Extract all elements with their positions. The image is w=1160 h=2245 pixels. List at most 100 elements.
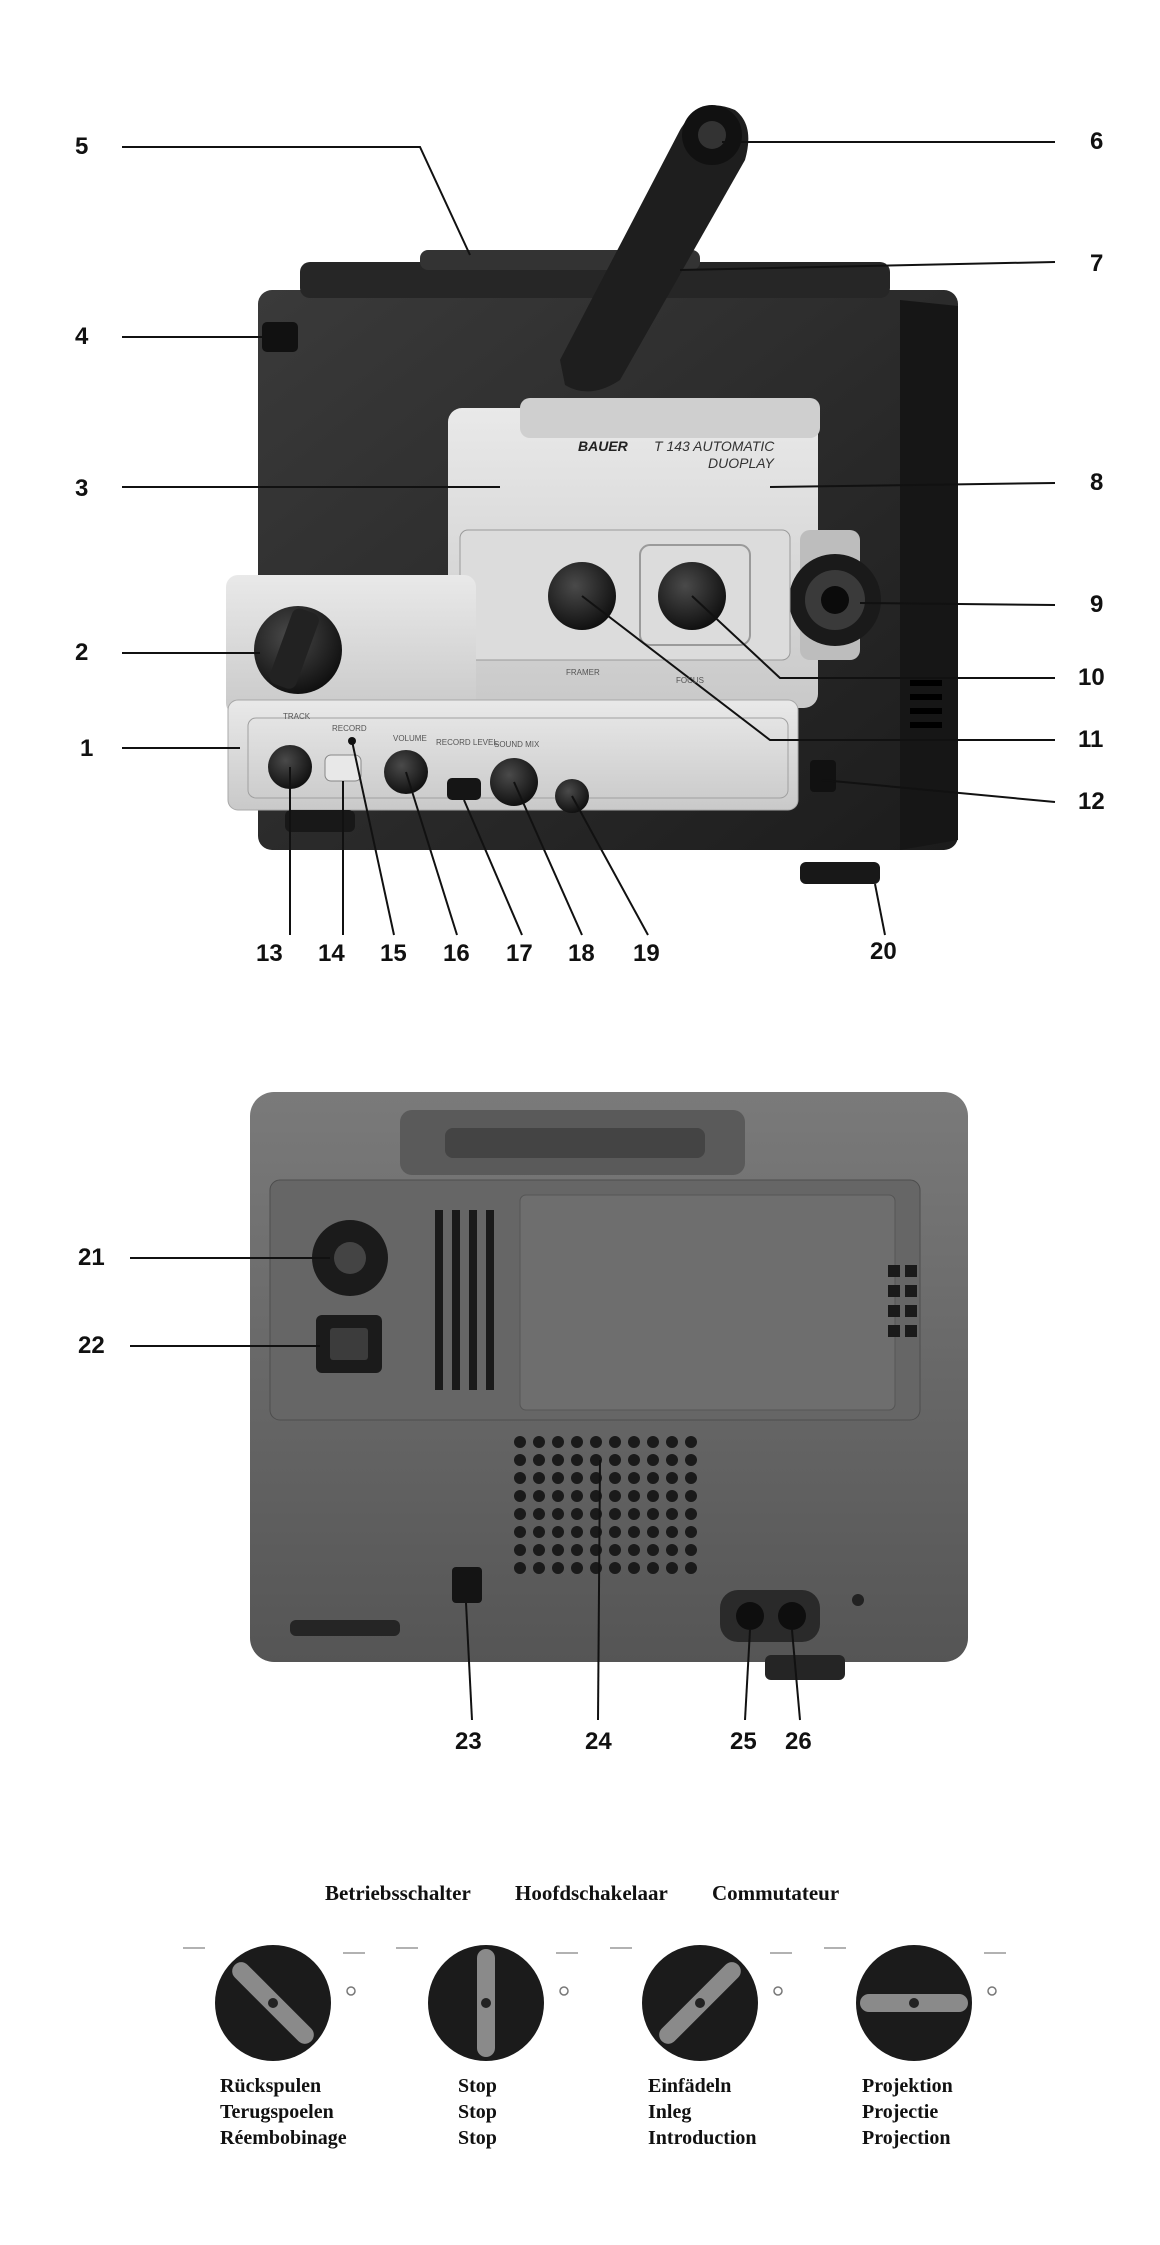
stop-de: Stop: [458, 2075, 497, 2097]
grille-hole: [533, 1436, 545, 1448]
grille-hole: [628, 1544, 640, 1556]
switch-dial: [610, 1945, 792, 2061]
grille-hole: [647, 1490, 659, 1502]
callout-10: 10: [1078, 664, 1105, 691]
dial-indicator-dot: [773, 1986, 783, 1996]
grille-hole: [609, 1490, 621, 1502]
grille-hole: [533, 1508, 545, 1520]
grille-hole: [552, 1562, 564, 1574]
grille-hole: [628, 1436, 640, 1448]
focus-window: [639, 544, 751, 646]
thread-fr: Introduction: [648, 2127, 757, 2149]
rear-cover: [519, 1194, 896, 1411]
callout-24: 24: [585, 1728, 612, 1755]
dial-indicator-dot: [559, 1986, 569, 1996]
track-label: TRACK: [283, 712, 311, 721]
grille-hole: [647, 1526, 659, 1538]
grille-hole: [514, 1454, 526, 1466]
side-vents: [910, 680, 942, 728]
switch-dial: [183, 1945, 365, 2061]
callout-15: 15: [380, 940, 407, 967]
front-case-side: [900, 300, 958, 850]
dial-hub: [481, 1998, 491, 2008]
grille-hole: [647, 1508, 659, 1520]
grille-hole: [666, 1472, 678, 1484]
main-switch-bar: [269, 608, 319, 689]
grille-hole: [685, 1454, 697, 1466]
projection-de: Projektion: [862, 2075, 953, 2097]
dial-indicator-dot: [987, 1986, 997, 1996]
grille-hole: [514, 1544, 526, 1556]
switch-dial: [396, 1945, 578, 2061]
rear-screw: [852, 1594, 864, 1606]
front-foot-left: [285, 810, 355, 832]
model-label-line1: T 143 AUTOMATIC: [654, 438, 775, 454]
grille-hole: [533, 1490, 545, 1502]
grille-hole: [533, 1526, 545, 1538]
rear-switch: [452, 1567, 482, 1603]
callout-17: 17: [506, 940, 533, 967]
callout-20: 20: [870, 938, 897, 965]
grille-hole: [552, 1508, 564, 1520]
callout-6: 6: [1090, 128, 1104, 155]
grille-hole: [647, 1454, 659, 1466]
grille-hole: [609, 1472, 621, 1484]
callout-8: 8: [1090, 469, 1104, 496]
grille-hole: [571, 1436, 583, 1448]
legend-heading-fr: Commutateur: [712, 1881, 840, 1905]
rewind-de: Rückspulen: [220, 2075, 322, 2097]
record-level-label: RECORD LEVEL: [436, 738, 498, 747]
sound-mix-label: SOUND MIX: [494, 740, 540, 749]
model-label-line2: DUOPLAY: [708, 455, 774, 471]
stop-nl: Stop: [458, 2101, 497, 2123]
lamp-housing-top: [520, 398, 820, 438]
legend-heading-nl: Hoofdschakelaar: [515, 1881, 668, 1905]
grille-hole: [514, 1562, 526, 1574]
callout-12: 12: [1078, 788, 1105, 815]
front-foot-right: [800, 862, 880, 884]
control-panel: [227, 699, 799, 811]
grille-hole: [552, 1472, 564, 1484]
rewind-fr: Réembobinage: [220, 2127, 347, 2149]
position-label-projection: Projektion Projectie Projection: [862, 2073, 953, 2151]
rear-vertical-vents: [435, 1210, 494, 1390]
callout-11: 11: [1078, 726, 1104, 753]
grille-hole: [571, 1472, 583, 1484]
grille-hole: [514, 1490, 526, 1502]
callout-23: 23: [455, 1728, 482, 1755]
grille-hole: [628, 1454, 640, 1466]
reel-arm: [560, 105, 749, 392]
grille-hole: [685, 1490, 697, 1502]
front-view: [122, 105, 1056, 936]
grille-hole: [666, 1562, 678, 1574]
record-level-slider: [447, 778, 481, 800]
grille-hole: [647, 1472, 659, 1484]
position-label-rewind: Rückspulen Terugspoelen Réembobinage: [220, 2073, 347, 2151]
thread-de: Einfädeln: [648, 2075, 732, 2097]
callout-7: 7: [1090, 250, 1104, 277]
case-latch: [262, 322, 298, 352]
switch-dial-row: [183, 1945, 1006, 2061]
grille-hole: [552, 1544, 564, 1556]
grille-hole: [628, 1490, 640, 1502]
voltage-selector-inner: [334, 1242, 366, 1274]
grille-hole: [571, 1508, 583, 1520]
grille-hole: [609, 1454, 621, 1466]
position-label-thread: Einfädeln Inleg Introduction: [648, 2073, 757, 2151]
callout-25: 25: [730, 1728, 757, 1755]
grille-hole: [533, 1472, 545, 1484]
callout-4: 4: [75, 323, 89, 350]
grille-hole: [666, 1436, 678, 1448]
dial-hub: [268, 1998, 278, 2008]
grille-hole: [685, 1544, 697, 1556]
callout-14: 14: [318, 940, 345, 967]
grille-hole: [666, 1526, 678, 1538]
rear-side-vents: [888, 1265, 917, 1337]
brand-label: BAUER: [578, 438, 628, 454]
rear-callout-lines: [130, 1257, 801, 1721]
front-callout-lines: [122, 141, 1056, 936]
jack-25: [736, 1602, 764, 1630]
callout-13: 13: [256, 940, 283, 967]
